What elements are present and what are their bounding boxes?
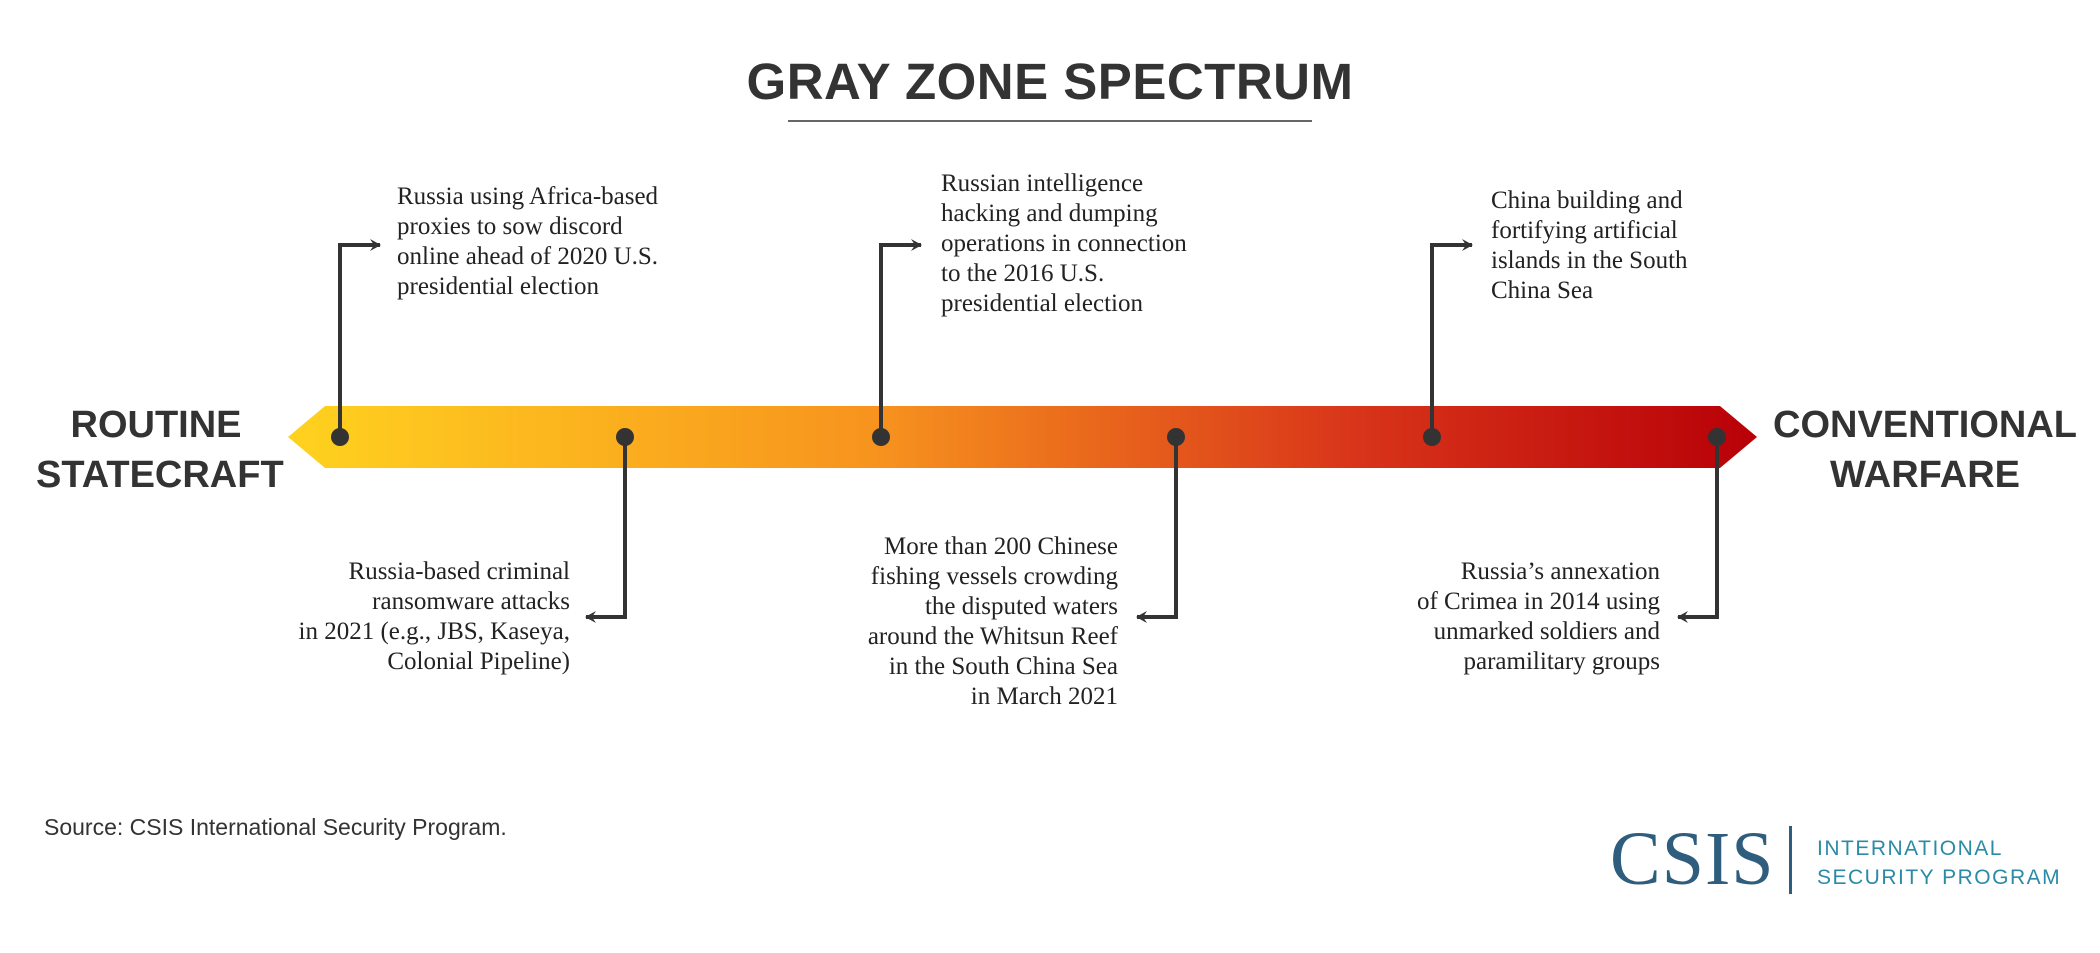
connector-ransomware (585, 437, 627, 623)
left-end-label: ROUTINE STATECRAFT (36, 400, 284, 500)
connector-hacking-2016 (879, 239, 922, 437)
connector-crimea (1677, 437, 1719, 623)
right-end-label: CONVENTIONAL WARFARE (1770, 400, 2080, 500)
event-line: fishing vessels crowding (870, 563, 1118, 590)
event-line: More than 200 Chinese (884, 533, 1118, 560)
event-line: operations in connection (941, 230, 1187, 257)
event-crimea: Russia’s annexation of Crimea in 2014 us… (1417, 557, 1660, 677)
event-line: in 2021 (e.g., JBS, Kaseya, (298, 618, 571, 645)
event-line: around the Whitsun Reef (867, 623, 1118, 650)
event-line: ransomware attacks (372, 588, 570, 615)
event-artificial-islands: China building and fortifying artificial… (1491, 186, 1688, 306)
event-line: presidential election (397, 273, 600, 300)
left-end-line-1: ROUTINE (70, 404, 242, 446)
page-title: GRAY ZONE SPECTRUM (746, 53, 1354, 110)
event-whitsun-reef: More than 200 Chinese fishing vessels cr… (868, 532, 1118, 712)
event-dot-whitsun-reef (1167, 428, 1185, 446)
event-line: Russia using Africa-based (397, 183, 659, 210)
event-dot-hacking-2016 (872, 428, 890, 446)
right-end-line-2: WARFARE (1830, 454, 2020, 496)
event-line: paramilitary groups (1463, 648, 1660, 675)
event-line: Russian intelligence (941, 170, 1144, 197)
event-line: in the South China Sea (888, 653, 1118, 680)
event-line: proxies to sow discord (397, 213, 623, 240)
event-line: islands in the South (1491, 247, 1688, 274)
event-line: Russia’s annexation (1460, 558, 1660, 585)
event-line: hacking and dumping (941, 200, 1158, 227)
event-hacking-2016: Russian intelligence hacking and dumping… (941, 169, 1187, 319)
event-line: the disputed waters (924, 593, 1118, 620)
csis-logo: CSIS (1610, 817, 1775, 901)
event-line: fortifying artificial (1491, 217, 1678, 244)
event-line: in March 2021 (970, 683, 1118, 710)
connector-whitsun-reef (1136, 437, 1178, 623)
event-line: unmarked soldiers and (1433, 618, 1660, 645)
event-line: of Crimea in 2014 using (1416, 588, 1660, 615)
logo-sub-line-1: INTERNATIONAL (1817, 837, 2003, 860)
event-dot-ransomware (616, 428, 634, 446)
spectrum-arrow (288, 406, 1757, 468)
logo-program-name: INTERNATIONAL SECURITY PROGRAM (1817, 834, 2061, 892)
event-line: Colonial Pipeline) (387, 648, 570, 675)
event-dot-africa-proxies (331, 428, 349, 446)
event-ransomware: Russia-based criminal ransomware attacks… (299, 557, 571, 677)
source-note: Source: CSIS International Security Prog… (44, 814, 507, 840)
event-dot-artificial-islands (1423, 428, 1441, 446)
event-line: China Sea (1491, 277, 1594, 304)
event-line: to the 2016 U.S. (941, 260, 1105, 287)
event-line: online ahead of 2020 U.S. (397, 243, 659, 270)
logo-sub-line-2: SECURITY PROGRAM (1817, 866, 2062, 889)
event-dot-crimea (1708, 428, 1726, 446)
connector-africa-proxies (338, 239, 381, 437)
connector-artificial-islands (1430, 239, 1473, 437)
event-line: presidential election (941, 290, 1144, 317)
logo-divider (1789, 826, 1792, 894)
event-line: China building and (1491, 187, 1683, 214)
event-africa-proxies: Russia using Africa-based proxies to sow… (397, 182, 658, 302)
right-end-line-1: CONVENTIONAL (1773, 404, 2077, 446)
left-end-line-2: STATECRAFT (36, 454, 284, 496)
event-line: Russia-based criminal (348, 558, 570, 585)
